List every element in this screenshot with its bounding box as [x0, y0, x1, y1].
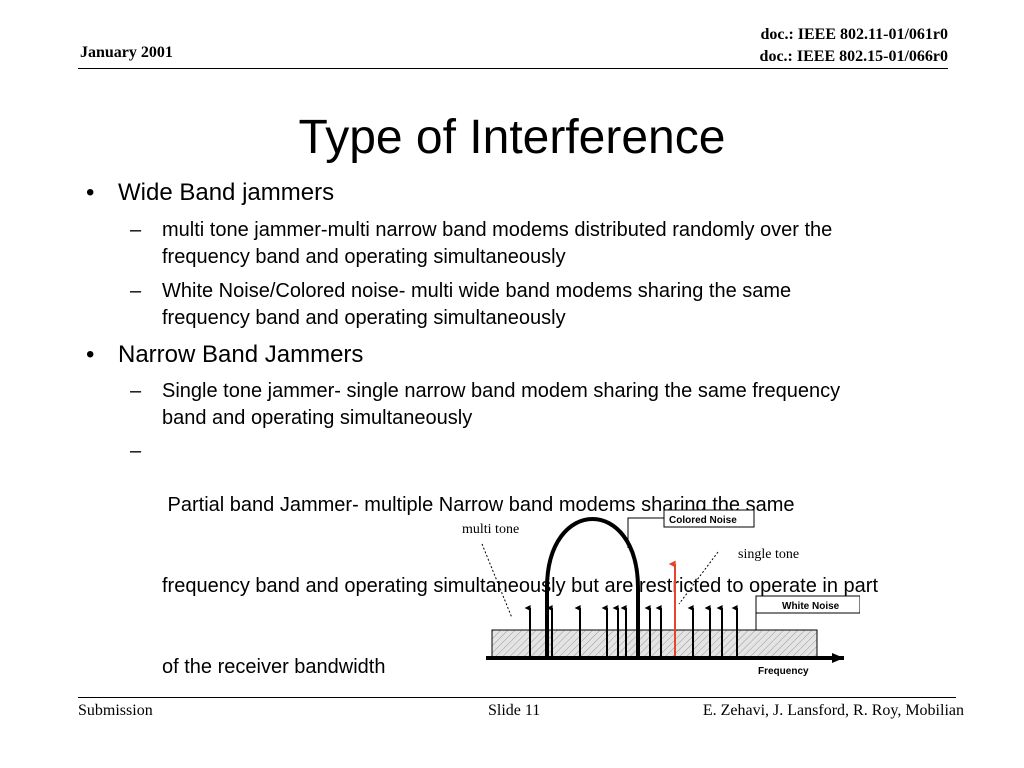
sub-bullet-line: band and operating simultaneously [162, 407, 473, 429]
colored-noise-curve [545, 517, 640, 658]
white-noise-box [755, 595, 860, 614]
sub-bullet-single-tone: Single tone jammer- single narrow band m… [162, 378, 992, 432]
white-noise-band [491, 629, 818, 658]
sub-bullet-line: White Noise/Colored noise- multi wide ba… [162, 280, 792, 302]
frequency-label: Frequency [758, 666, 809, 677]
colored-noise-label: Colored Noise [669, 515, 737, 526]
footer-rule [78, 697, 956, 698]
header-doc-id-802-11: doc.: IEEE 802.11-01/061r0 [760, 26, 948, 43]
colored-noise-box [663, 509, 755, 528]
header-date: January 2001 [80, 44, 173, 61]
footer-slide-number: Slide 11 [488, 702, 541, 719]
sub-bullet-marker: – [130, 380, 142, 402]
slide-title: Type of Interference [298, 111, 726, 164]
sub-bullet-line: multi tone jammer-multi narrow band mode… [162, 219, 833, 241]
single-tone-leader [678, 551, 719, 605]
footer-authors: E. Zehavi, J. Lansford, R. Roy, Mobilian [702, 702, 964, 719]
bullet-narrow-band-jammers: Narrow Band Jammers [118, 341, 364, 368]
sub-bullet-marker: – [130, 440, 142, 462]
multi-tone-leader [481, 543, 513, 619]
sub-bullet-partial-band: Partial band Jammer- multiple Narrow ban… [162, 438, 992, 708]
footer-submission: Submission [78, 702, 153, 719]
sub-bullet-line: frequency band and operating simultaneou… [162, 575, 878, 597]
interference-spectrum-figure: multi tone single tone Colored Noise Whi… [462, 509, 860, 677]
header-rule [78, 68, 948, 69]
sub-bullet-marker: – [130, 280, 142, 302]
sub-bullet-line: frequency band and operating simultaneou… [162, 307, 566, 329]
sub-bullet-line: of the receiver bandwidth [162, 656, 386, 678]
sub-bullet-line: Partial band Jammer- multiple Narrow ban… [162, 494, 795, 516]
bullet-marker: • [86, 179, 95, 206]
sub-bullet-marker: – [130, 219, 142, 241]
multi-tone-label: multi tone [462, 522, 519, 537]
bullet-wide-band-jammers: Wide Band jammers [118, 179, 335, 206]
colored-noise-leader [627, 517, 664, 548]
bullet-marker: • [86, 341, 95, 368]
sub-bullet-white-noise: White Noise/Colored noise- multi wide ba… [162, 278, 992, 332]
sub-bullet-multi-tone: multi tone jammer-multi narrow band mode… [162, 217, 992, 271]
white-noise-label: White Noise [782, 601, 840, 612]
multi-tone-arrows [524, 605, 738, 657]
single-tone-label: single tone [738, 547, 799, 562]
sub-bullet-line: frequency band and operating simultaneou… [162, 246, 566, 268]
sub-bullet-line: Single tone jammer- single narrow band m… [162, 380, 841, 402]
header-doc-id-802-15: doc.: IEEE 802.15-01/066r0 [759, 48, 948, 65]
